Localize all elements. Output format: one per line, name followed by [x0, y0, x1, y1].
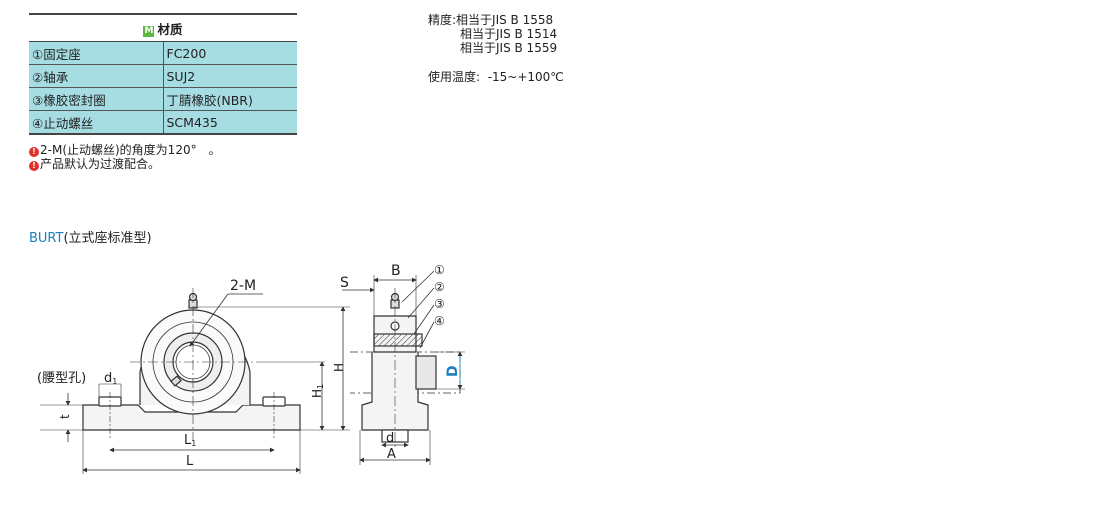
- note-item: !产品默认为过渡配合。: [29, 157, 221, 171]
- label-h1: H1: [310, 384, 325, 398]
- precision-line: 精度:相当于JIS B 1558: [428, 13, 557, 27]
- material-cell: SCM435: [163, 110, 297, 135]
- warning-icon: !: [29, 161, 39, 171]
- material-cell: FC200: [163, 41, 297, 65]
- label-a: A: [387, 447, 396, 462]
- callout-3: ③: [434, 297, 445, 311]
- temperature-label: 使用温度:: [428, 70, 481, 84]
- part-cell: ①固定座: [29, 41, 164, 65]
- part-cell: ②轴承: [29, 64, 164, 88]
- set-screw: [170, 375, 182, 387]
- callout-1: ①: [434, 263, 445, 277]
- locking-collar: [415, 355, 437, 390]
- callout-4: ④: [434, 314, 445, 328]
- table-row: ④止动螺丝 SCM435: [29, 110, 297, 135]
- label-2m: 2-M: [230, 278, 256, 294]
- table-row: ②轴承 SUJ2: [29, 64, 297, 88]
- precision-line: 相当于JIS B 1514: [460, 27, 558, 41]
- bearing-section: [373, 333, 423, 347]
- warning-icon: !: [29, 147, 39, 157]
- table-row: ①固定座 FC200: [29, 41, 297, 65]
- label-b: B: [391, 263, 401, 279]
- material-badge-icon: M: [143, 25, 155, 37]
- callout-2: ②: [434, 280, 445, 294]
- label-d-small: d: [386, 431, 394, 446]
- note-item: !2-M(止动螺丝)的角度为120° 。: [29, 143, 221, 157]
- material-cell: SUJ2: [163, 64, 297, 88]
- label-d1: d1: [104, 371, 117, 386]
- label-l: L: [186, 454, 194, 469]
- notes: !2-M(止动螺丝)的角度为120° 。 !产品默认为过渡配合。: [29, 143, 221, 171]
- label-d-big: D: [445, 365, 461, 377]
- label-h: H: [332, 363, 346, 372]
- note-text: 产品默认为过渡配合。: [40, 157, 161, 171]
- note-text: 2-M(止动螺丝)的角度为120° 。: [40, 143, 221, 157]
- label-s: S: [340, 275, 349, 291]
- temperature-spec: 使用温度: -15~+100℃: [428, 68, 564, 85]
- front-view: [40, 288, 350, 474]
- material-cell: 丁腈橡胶(NBR): [163, 87, 297, 111]
- material-table-title: 材质: [157, 21, 183, 37]
- front-dimensions: [65, 293, 346, 473]
- label-l1: L1: [184, 433, 196, 448]
- part-cell: ④止动螺丝: [29, 110, 164, 135]
- side-view: [350, 275, 465, 465]
- table-row: ③橡胶密封圈 丁腈橡胶(NBR): [29, 87, 297, 111]
- temperature-value: -15~+100℃: [487, 70, 564, 84]
- precision-value: 相当于JIS B 1558: [456, 13, 554, 27]
- section-name: (立式座标准型): [63, 231, 152, 246]
- label-waist-hole: (腰型孔): [37, 371, 86, 386]
- section-title: BURT(立式座标准型): [29, 227, 152, 246]
- label-t: t: [58, 414, 72, 419]
- precision-line: 相当于JIS B 1559: [460, 41, 558, 55]
- section-code: BURT: [29, 231, 64, 246]
- precision-spec: 精度:相当于JIS B 1558 相当于JIS B 1514 相当于JIS B …: [428, 13, 557, 55]
- part-cell: ③橡胶密封圈: [29, 87, 164, 111]
- side-dimensions: [342, 270, 463, 463]
- precision-label: 精度:: [428, 13, 457, 27]
